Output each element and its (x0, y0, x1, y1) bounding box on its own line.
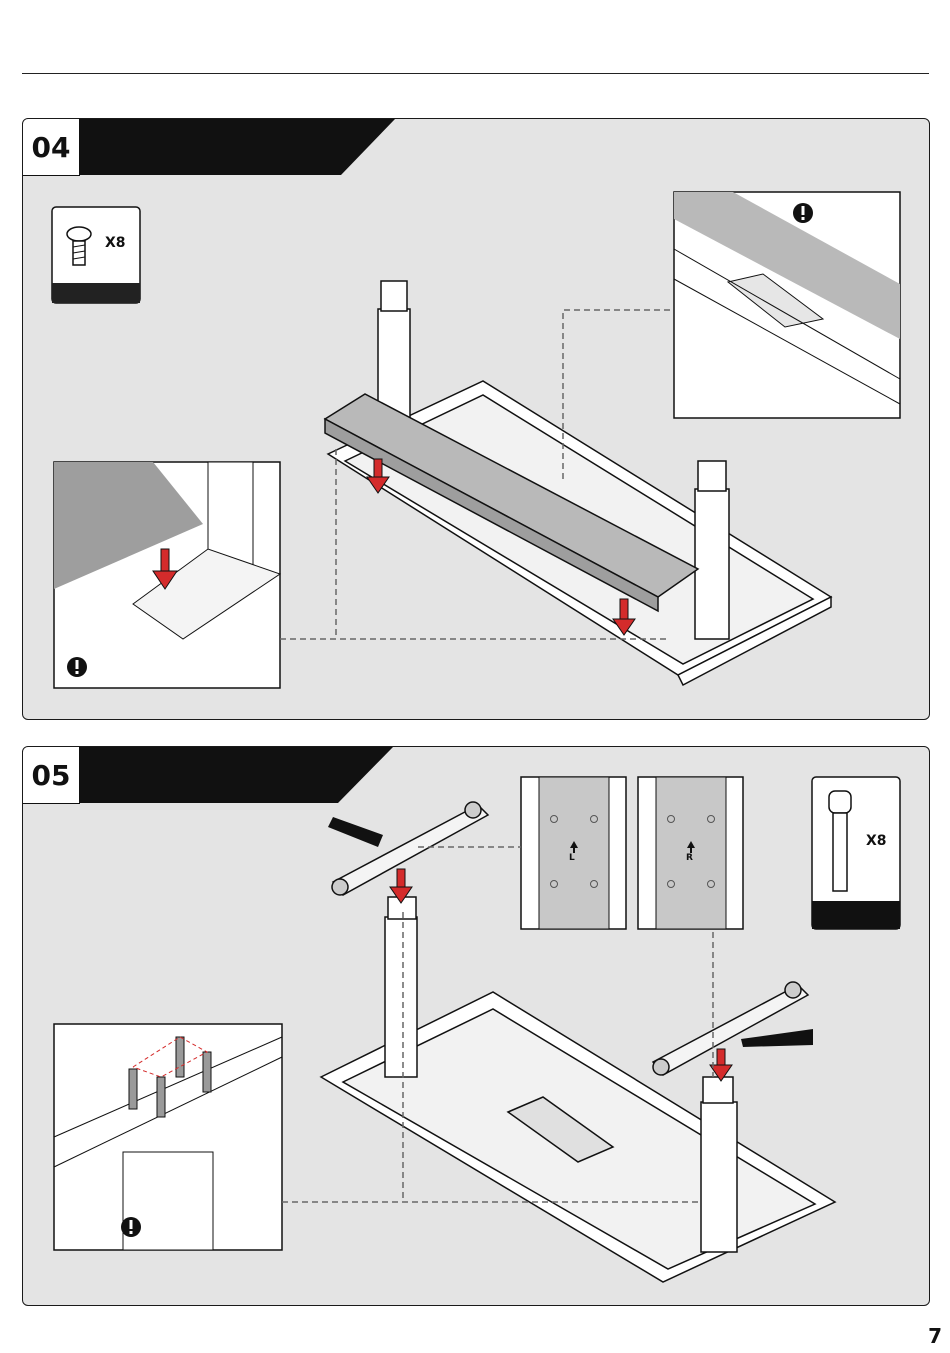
top-bracket-right (653, 982, 808, 1075)
leg-right (701, 1077, 737, 1252)
hardware-box (812, 777, 900, 929)
hand-icon (328, 817, 383, 847)
step-number: 05 (23, 747, 80, 804)
hardware-quantity: X8 (105, 235, 126, 251)
bolt-long-icon (829, 791, 851, 891)
hardware-quantity: X8 (866, 833, 887, 849)
page-number: 7 (928, 1324, 942, 1348)
bracket-mark-right: R (686, 853, 693, 863)
step-04-illustration (23, 119, 929, 719)
leg-right (695, 461, 729, 639)
detail-view-left (54, 462, 280, 688)
detail-view-right (674, 192, 900, 418)
step-04-panel: 04 X8 (22, 118, 930, 720)
detail-view-bolts (54, 1024, 282, 1250)
step-05-panel: 05 X8 L R (22, 746, 930, 1306)
header-rule (22, 73, 929, 74)
step-number: 04 (23, 119, 80, 176)
hardware-box (52, 207, 140, 303)
leg-left (385, 897, 417, 1077)
top-bracket-left (332, 802, 488, 895)
hand-icon (741, 1029, 813, 1047)
step-05-illustration (23, 747, 929, 1305)
bracket-mark-left: L (569, 853, 575, 863)
